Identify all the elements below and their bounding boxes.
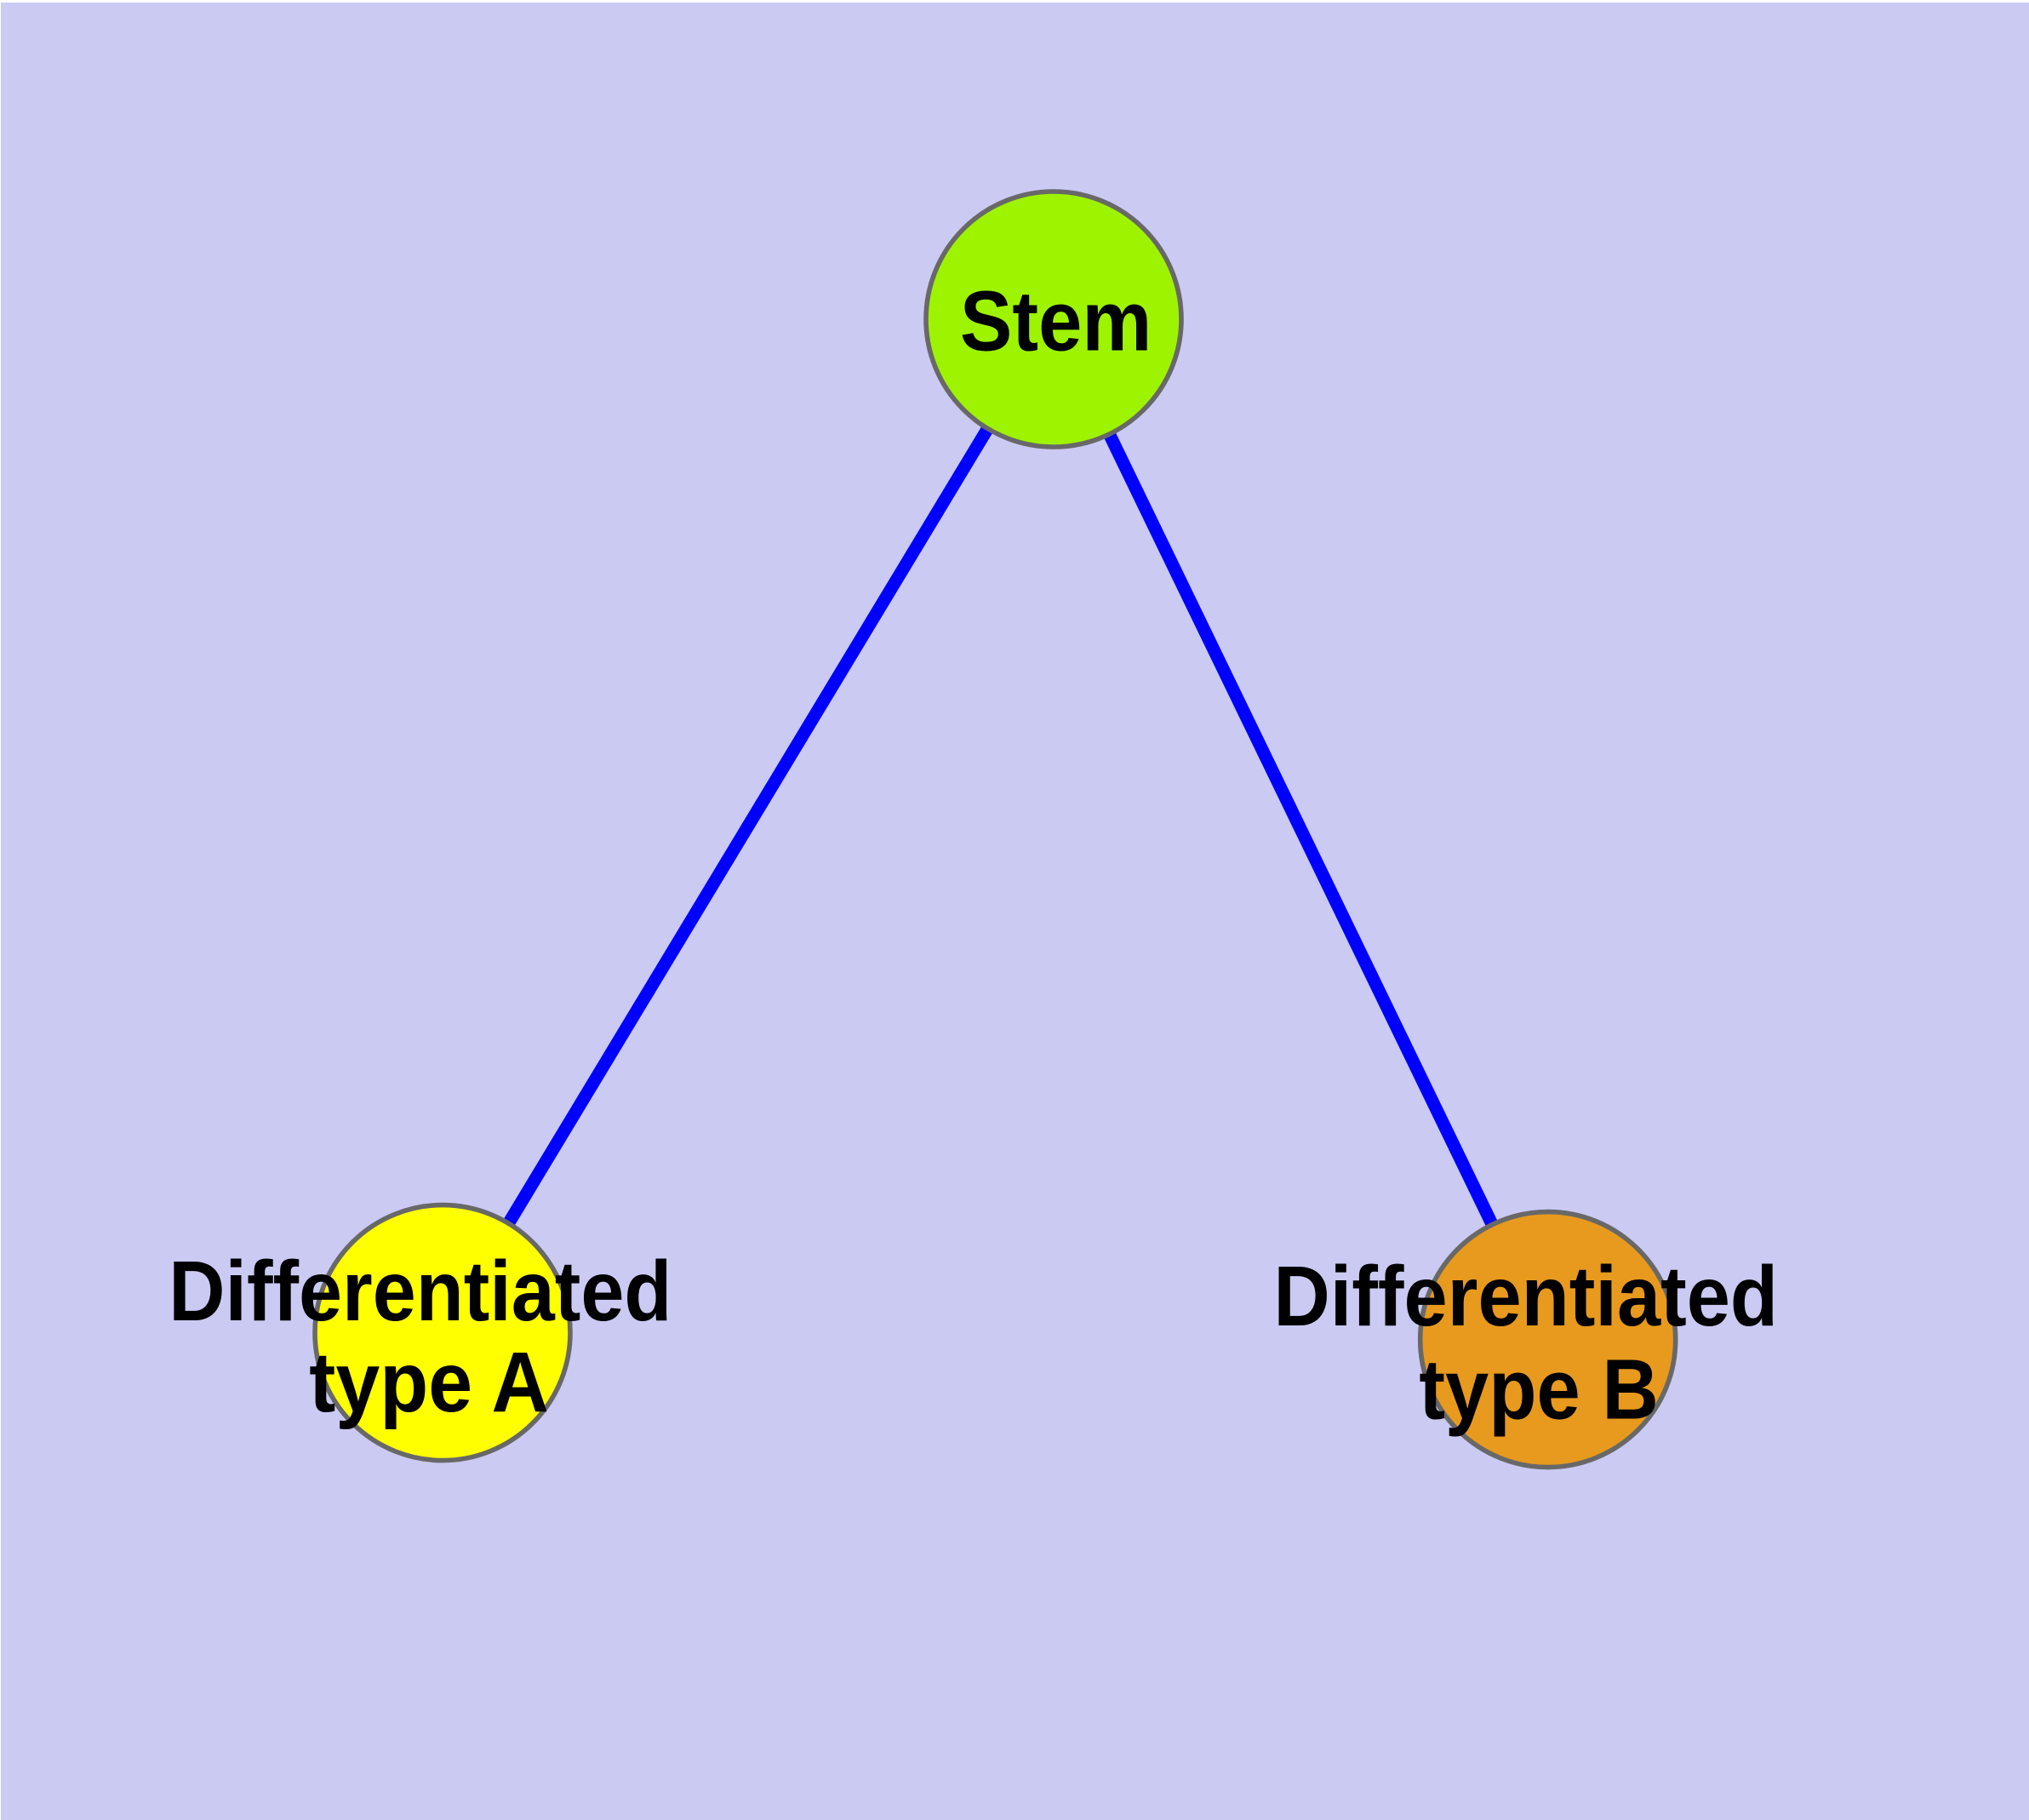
svg-text:type A: type A: [309, 1335, 549, 1430]
svg-text:Stem: Stem: [960, 274, 1152, 369]
svg-text:Differentiated: Differentiated: [169, 1244, 672, 1339]
svg-text:type B: type B: [1419, 1342, 1658, 1437]
svg-text:Differentiated: Differentiated: [1273, 1249, 1778, 1343]
